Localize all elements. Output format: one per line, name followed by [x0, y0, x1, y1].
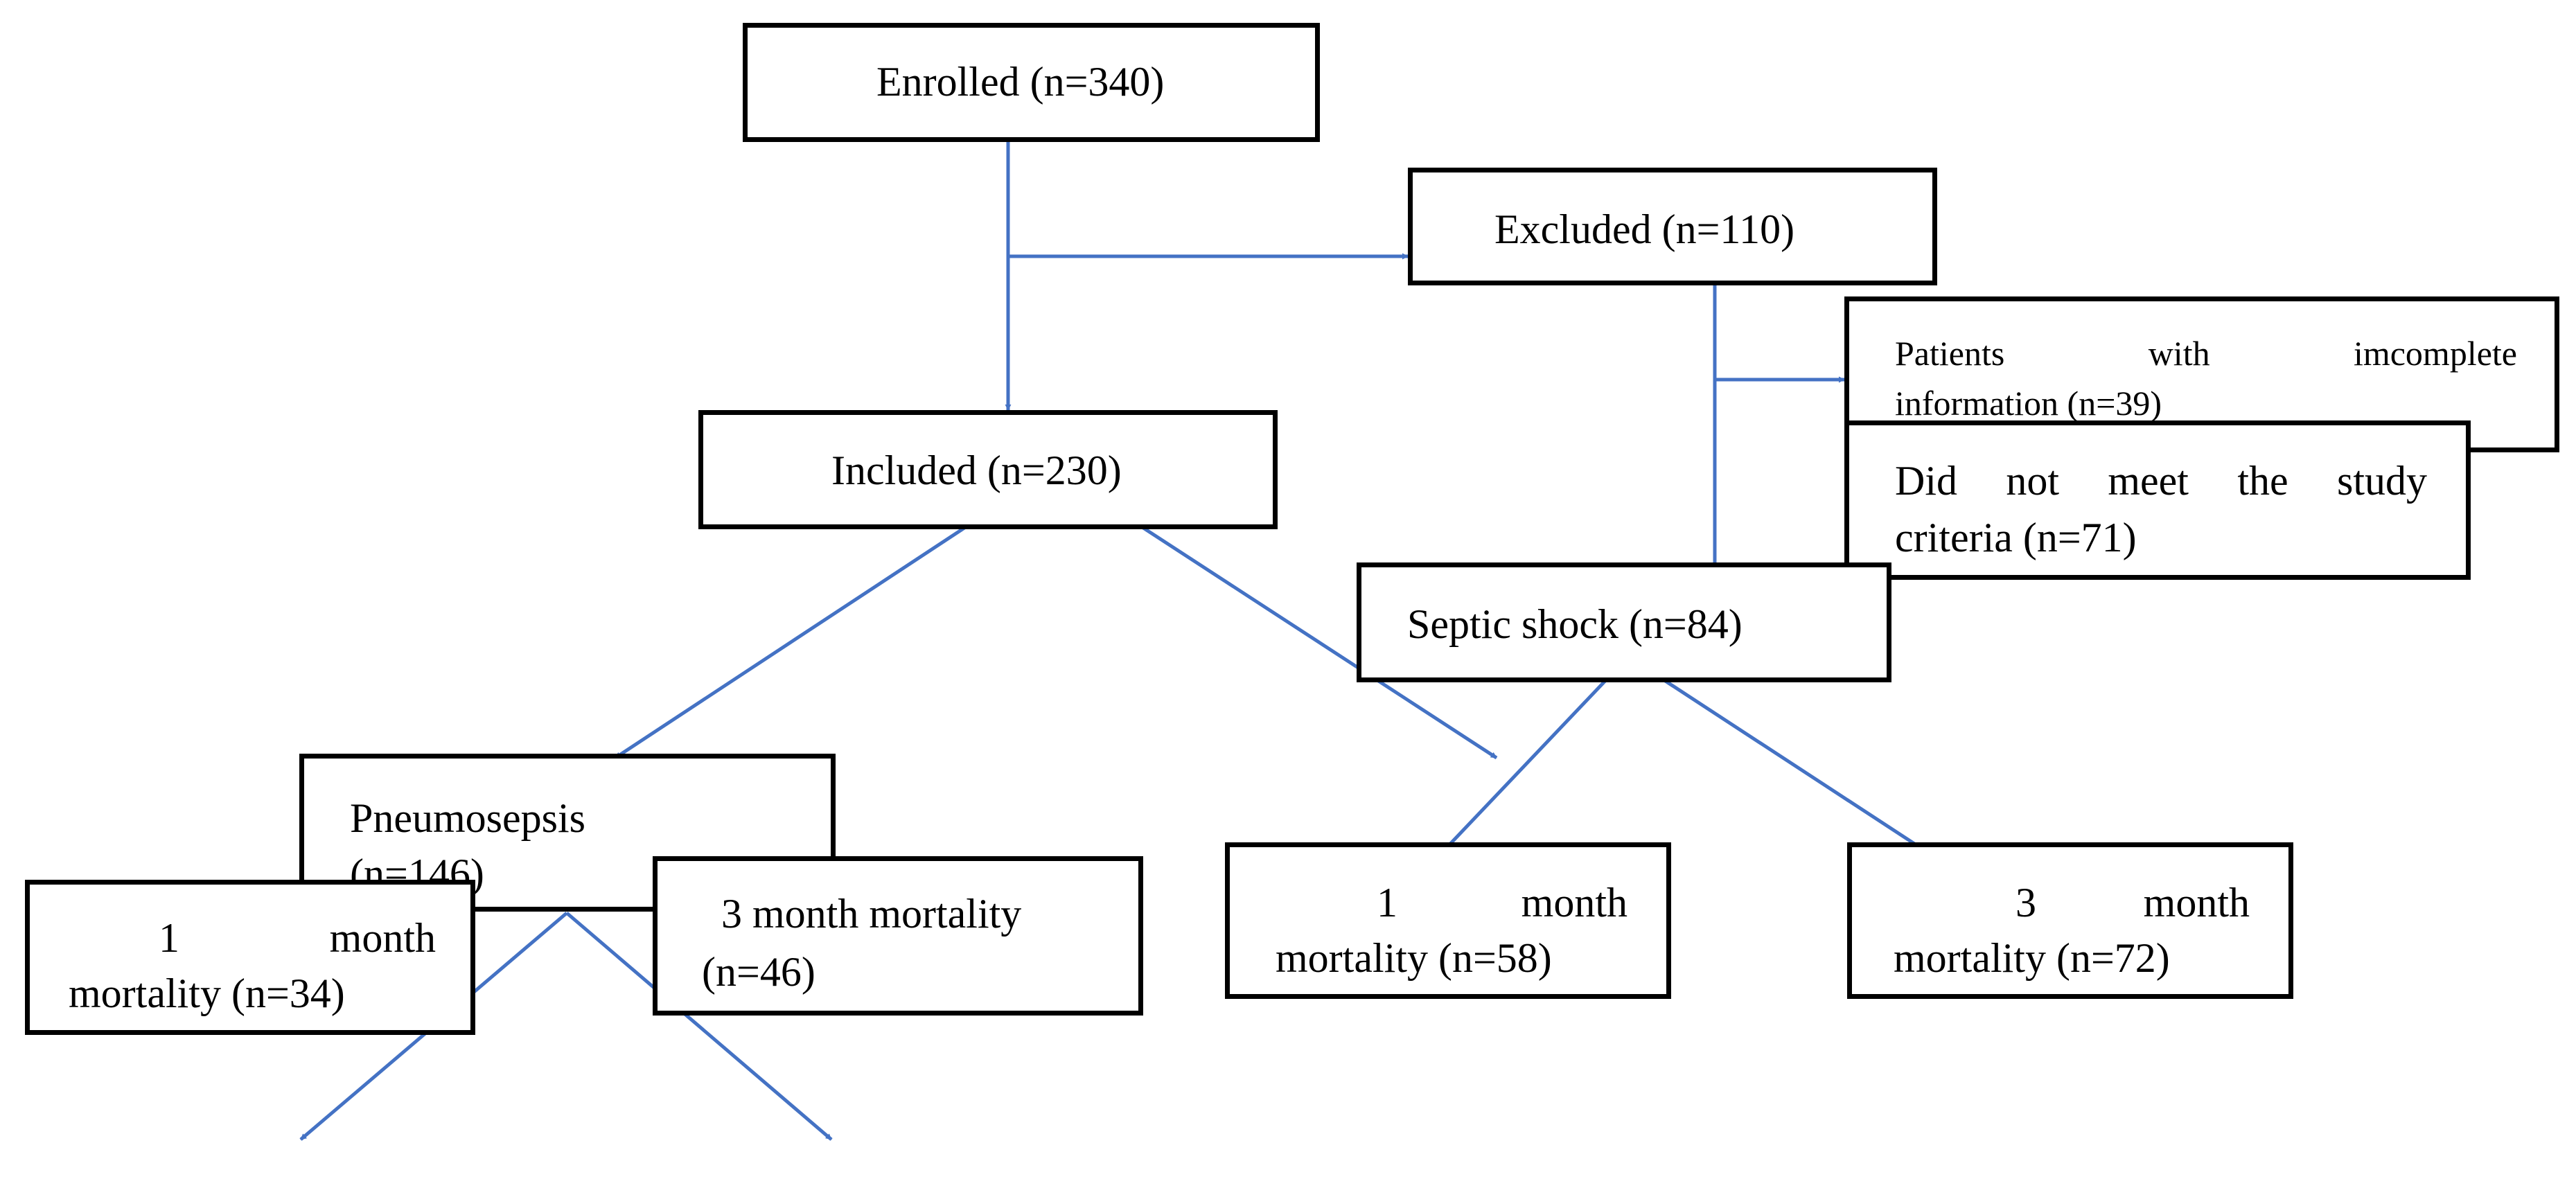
septic-1-month-word-1: 1	[1377, 880, 1397, 925]
enrolled-box: Enrolled (n=340)	[743, 23, 1320, 142]
septic-shock-box: Septic shock (n=84)	[1357, 562, 1891, 682]
septic-1-month-line2: mortality (n=58)	[1276, 935, 1552, 981]
included-box: Included (n=230)	[698, 410, 1278, 529]
criteria-word-3: meet	[2108, 458, 2189, 504]
pneumosepsis-1-month-line2: mortality (n=34)	[69, 970, 345, 1016]
criteria-word-2: not	[2006, 458, 2060, 504]
septic-3-month-word-2: month	[2143, 880, 2250, 925]
criteria-word-4: the	[2237, 458, 2288, 504]
pneumosepsis-1-month-word-1: 1	[159, 915, 179, 961]
enrolled-label: Enrolled (n=340)	[876, 59, 1165, 105]
septic-1-month-line1: 1 month	[1377, 882, 1627, 923]
criteria-word-1: Did	[1895, 458, 1957, 504]
arrow-included-to-septic-shock	[1142, 526, 1498, 760]
septic-shock-label: Septic shock (n=84)	[1407, 601, 1743, 647]
septic-3-month-word-1: 3	[2015, 880, 2036, 925]
pneumosepsis-1-month-word-2: month	[329, 915, 436, 961]
incomplete-word-2: with	[2148, 334, 2210, 373]
pneumosepsis-3-month-line1: 3 month mortality	[721, 891, 1022, 937]
pneumosepsis-1-month-line1: 1 month	[159, 917, 436, 959]
arrow-pneumosepsis-to-3-month	[565, 912, 833, 1141]
septic-3-month-line1: 3 month	[2015, 882, 2250, 923]
incomplete-info-line2: information (n=39)	[1895, 384, 2162, 423]
pneumosepsis-line1: Pneumosepsis	[350, 795, 586, 841]
criteria-line1: Did not meet the study	[1895, 460, 2427, 502]
criteria-line2: criteria (n=71)	[1895, 515, 2137, 560]
pneumosepsis-3-month-box: 3 month mortality (n=46)	[653, 856, 1143, 1016]
incomplete-word-3: imcomplete	[2353, 334, 2517, 373]
septic-1-month-word-2: month	[1521, 880, 1627, 925]
pneumosepsis-3-month-line2: (n=46)	[702, 949, 815, 995]
incomplete-info-line1: Patients with imcomplete	[1895, 336, 2517, 371]
incomplete-word-1: Patients	[1895, 334, 2005, 373]
arrow-included-to-pneumosepsis	[614, 526, 966, 760]
septic-1-month-box: 1 month mortality (n=58)	[1225, 842, 1671, 999]
septic-3-month-box: 3 month mortality (n=72)	[1847, 842, 2293, 999]
criteria-word-5: study	[2336, 458, 2427, 504]
septic-3-month-line2: mortality (n=72)	[1894, 935, 2170, 981]
excluded-label: Excluded (n=110)	[1494, 206, 1795, 252]
pneumosepsis-1-month-box: 1 month mortality (n=34)	[25, 880, 475, 1035]
included-label: Included (n=230)	[831, 447, 1122, 493]
criteria-box: Did not meet the study criteria (n=71)	[1844, 420, 2471, 580]
excluded-box: Excluded (n=110)	[1408, 168, 1937, 285]
